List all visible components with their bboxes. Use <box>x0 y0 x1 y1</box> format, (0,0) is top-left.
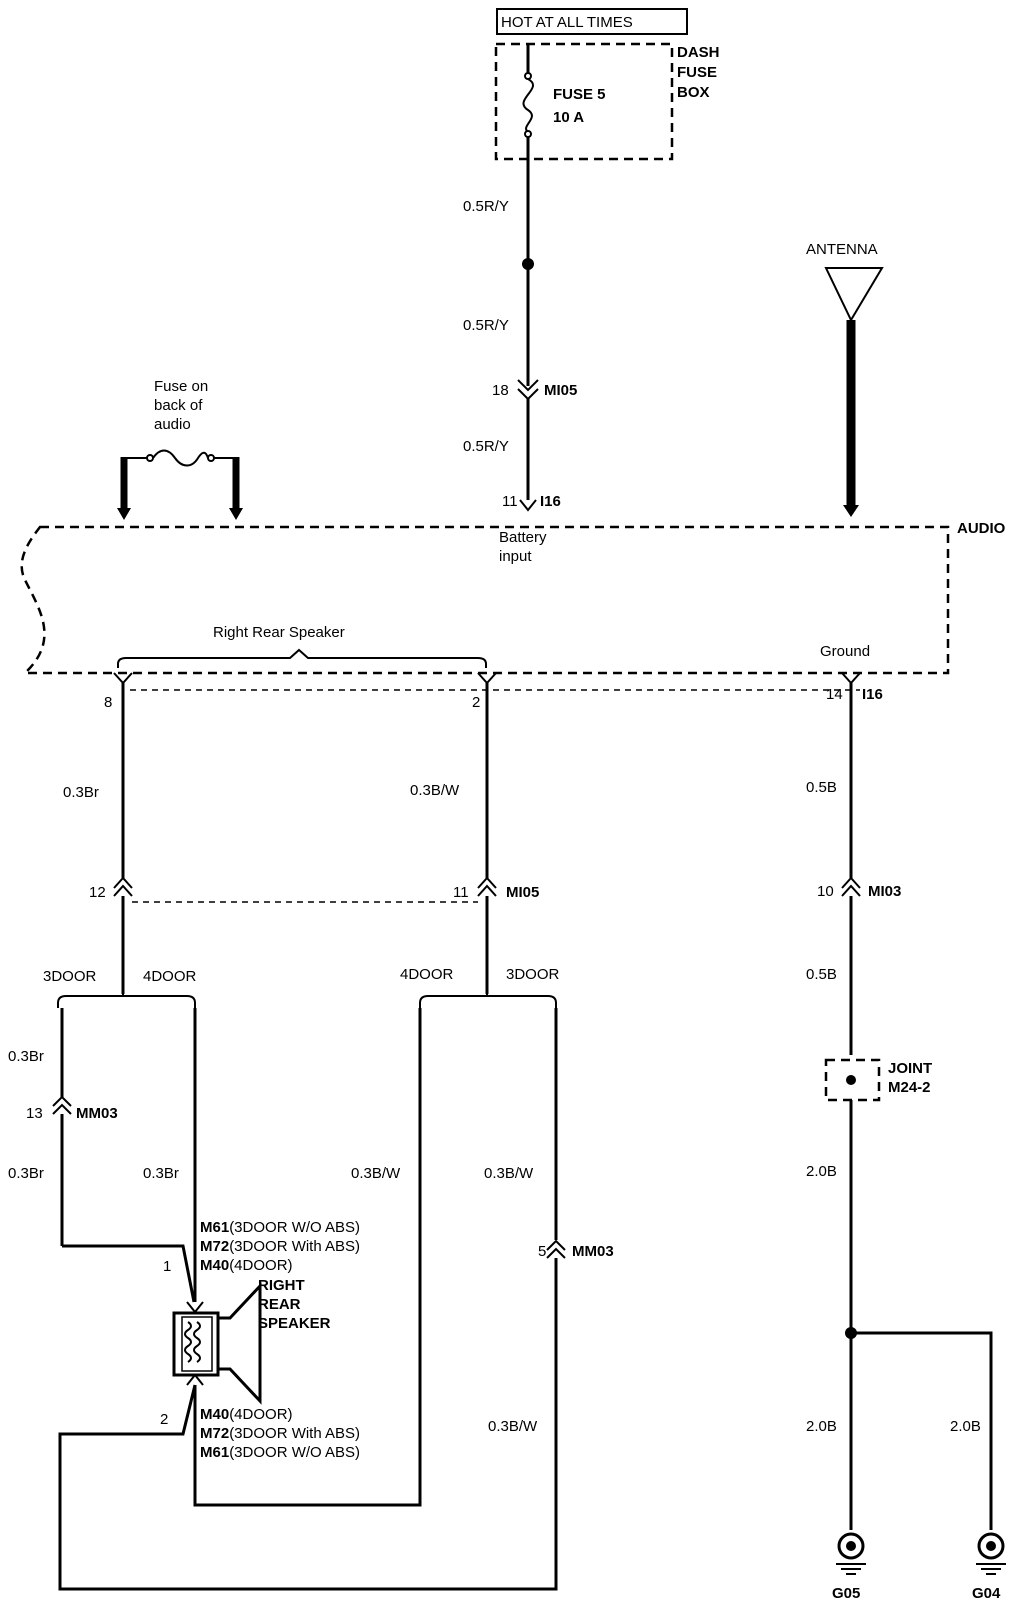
mi03-name: MI03 <box>868 883 901 900</box>
dash-fuse-box-outline <box>494 42 674 161</box>
fuse-box-label-3: BOX <box>677 84 710 101</box>
speaker-bottom-connector-1: M40(4DOOR) <box>200 1406 293 1423</box>
wire-label-b-1: 0.5B <box>806 779 837 796</box>
ground-g05-icon <box>836 1532 866 1575</box>
speaker-name-2: REAR <box>258 1296 301 1313</box>
wire-label-r-y-1: 0.5R/Y <box>463 198 509 215</box>
fuse-note-3: audio <box>154 416 191 433</box>
audio-unit-outline <box>20 525 950 675</box>
speaker-pin-2: 2 <box>160 1411 168 1428</box>
speaker-top-connector-2: M72(3DOOR With ABS) <box>200 1238 360 1255</box>
fuse-box-label-1: DASH <box>677 44 720 61</box>
antenna-icon <box>824 267 884 323</box>
fuse-note-2: back of <box>154 397 203 414</box>
joint-m24-2-box <box>824 1058 881 1102</box>
variant-4door-left: 4DOOR <box>143 968 197 985</box>
connector-mi05-left <box>113 876 133 897</box>
splice-dot <box>522 258 534 270</box>
ground-g05-label: G05 <box>832 1585 860 1602</box>
mi05-top-pin: 18 <box>492 382 509 399</box>
i16-top-pin: 11 <box>502 493 518 510</box>
speaker-name-1: RIGHT <box>258 1277 305 1294</box>
wire-label-r-y-2: 0.5R/Y <box>463 317 509 334</box>
variant-4door-right: 4DOOR <box>400 966 454 983</box>
variant-3door-left: 3DOOR <box>43 968 97 985</box>
wire-label-2-0b-3: 2.0B <box>950 1418 981 1435</box>
speaker-top-connector-3: M40(4DOOR) <box>200 1257 293 1274</box>
mi05-top-name: MI05 <box>544 382 577 399</box>
connector-mm03-right <box>546 1239 566 1259</box>
wire-3door-to-speaker <box>62 1244 196 1303</box>
wire-speaker-4door-return <box>193 1008 422 1507</box>
connector-mi03 <box>841 876 861 897</box>
right-rear-speaker-label: Right Rear Speaker <box>213 624 345 641</box>
mi03-pin: 10 <box>817 883 834 900</box>
variant-3door-right: 3DOOR <box>506 966 560 983</box>
wire-speaker-3door-return <box>58 1258 558 1591</box>
speaker-bottom-connector-2: M72(3DOOR With ABS) <box>200 1425 360 1442</box>
joint-label-2: M24-2 <box>888 1079 931 1096</box>
wire-label-2-0b-1: 2.0B <box>806 1163 837 1180</box>
wire-label-b-2: 0.5B <box>806 966 837 983</box>
connector-i16-top <box>519 499 537 512</box>
wire-label-br-3door-b: 0.3Br <box>8 1165 44 1182</box>
wire-label-br-4door: 0.3Br <box>143 1165 179 1182</box>
audio-fuse-symbol <box>152 449 209 467</box>
speaker-pin-1: 1 <box>163 1258 171 1275</box>
mm03-right-pin: 5 <box>538 1243 546 1260</box>
mm03-left-name: MM03 <box>76 1105 118 1122</box>
fuse-box-label-2: FUSE <box>677 64 717 81</box>
mm03-left-pin: 13 <box>26 1105 43 1122</box>
audio-pin8-connector <box>113 672 133 685</box>
wire-label-bw-3door-b: 0.3B/W <box>488 1418 538 1435</box>
fuse-note-1: Fuse on <box>154 378 208 395</box>
mi05-left-pin: 12 <box>89 884 106 901</box>
wire-label-br: 0.3Br <box>63 784 99 801</box>
i16-top-name: I16 <box>540 493 561 510</box>
ground-g04-icon <box>976 1532 1006 1575</box>
audio-pin-8: 8 <box>104 694 112 711</box>
mm03-right-name: MM03 <box>572 1243 614 1260</box>
wire-label-br-3door-a: 0.3Br <box>8 1048 44 1065</box>
fuse-name: FUSE 5 <box>553 86 606 103</box>
power-source-box <box>496 8 688 35</box>
wire-label-2-0b-2: 2.0B <box>806 1418 837 1435</box>
connector-mm03-left <box>52 1095 72 1115</box>
i16-bottom-pin: 14 <box>826 686 843 703</box>
variant-brace-right <box>419 994 557 1008</box>
fuse-5-symbol <box>522 78 534 133</box>
mi05-right-pin: 11 <box>453 884 469 901</box>
audio-label: AUDIO <box>957 520 1006 537</box>
power-source-label: HOT AT ALL TIMES <box>501 14 633 31</box>
speaker-top-connector-1: M61(3DOOR W/O ABS) <box>200 1219 360 1236</box>
wire-label-r-y-3: 0.5R/Y <box>463 438 509 455</box>
joint-label-1: JOINT <box>888 1060 932 1077</box>
variant-brace-left <box>57 994 196 1008</box>
speaker-bottom-connector-3: M61(3DOOR W/O ABS) <box>200 1444 360 1461</box>
ground-label: Ground <box>820 643 870 660</box>
battery-input-1: Battery <box>499 529 547 546</box>
battery-input-2: input <box>499 548 532 565</box>
speaker-name-3: SPEAKER <box>258 1315 331 1332</box>
wire-label-bw: 0.3B/W <box>410 782 460 799</box>
i16-bottom-name: I16 <box>862 686 883 703</box>
fuse-rating: 10 A <box>553 109 584 126</box>
ground-g04-label: G04 <box>972 1585 1001 1602</box>
right-rear-speaker-icon <box>172 1282 262 1405</box>
antenna-label: ANTENNA <box>806 241 878 258</box>
wire-label-bw-4door: 0.3B/W <box>351 1165 401 1182</box>
connector-mi05-right <box>477 876 497 897</box>
audio-pin-2: 2 <box>472 694 480 711</box>
right-rear-speaker-brace <box>117 648 487 668</box>
wire-label-bw-3door-a: 0.3B/W <box>484 1165 534 1182</box>
mi05-right-name: MI05 <box>506 884 539 901</box>
